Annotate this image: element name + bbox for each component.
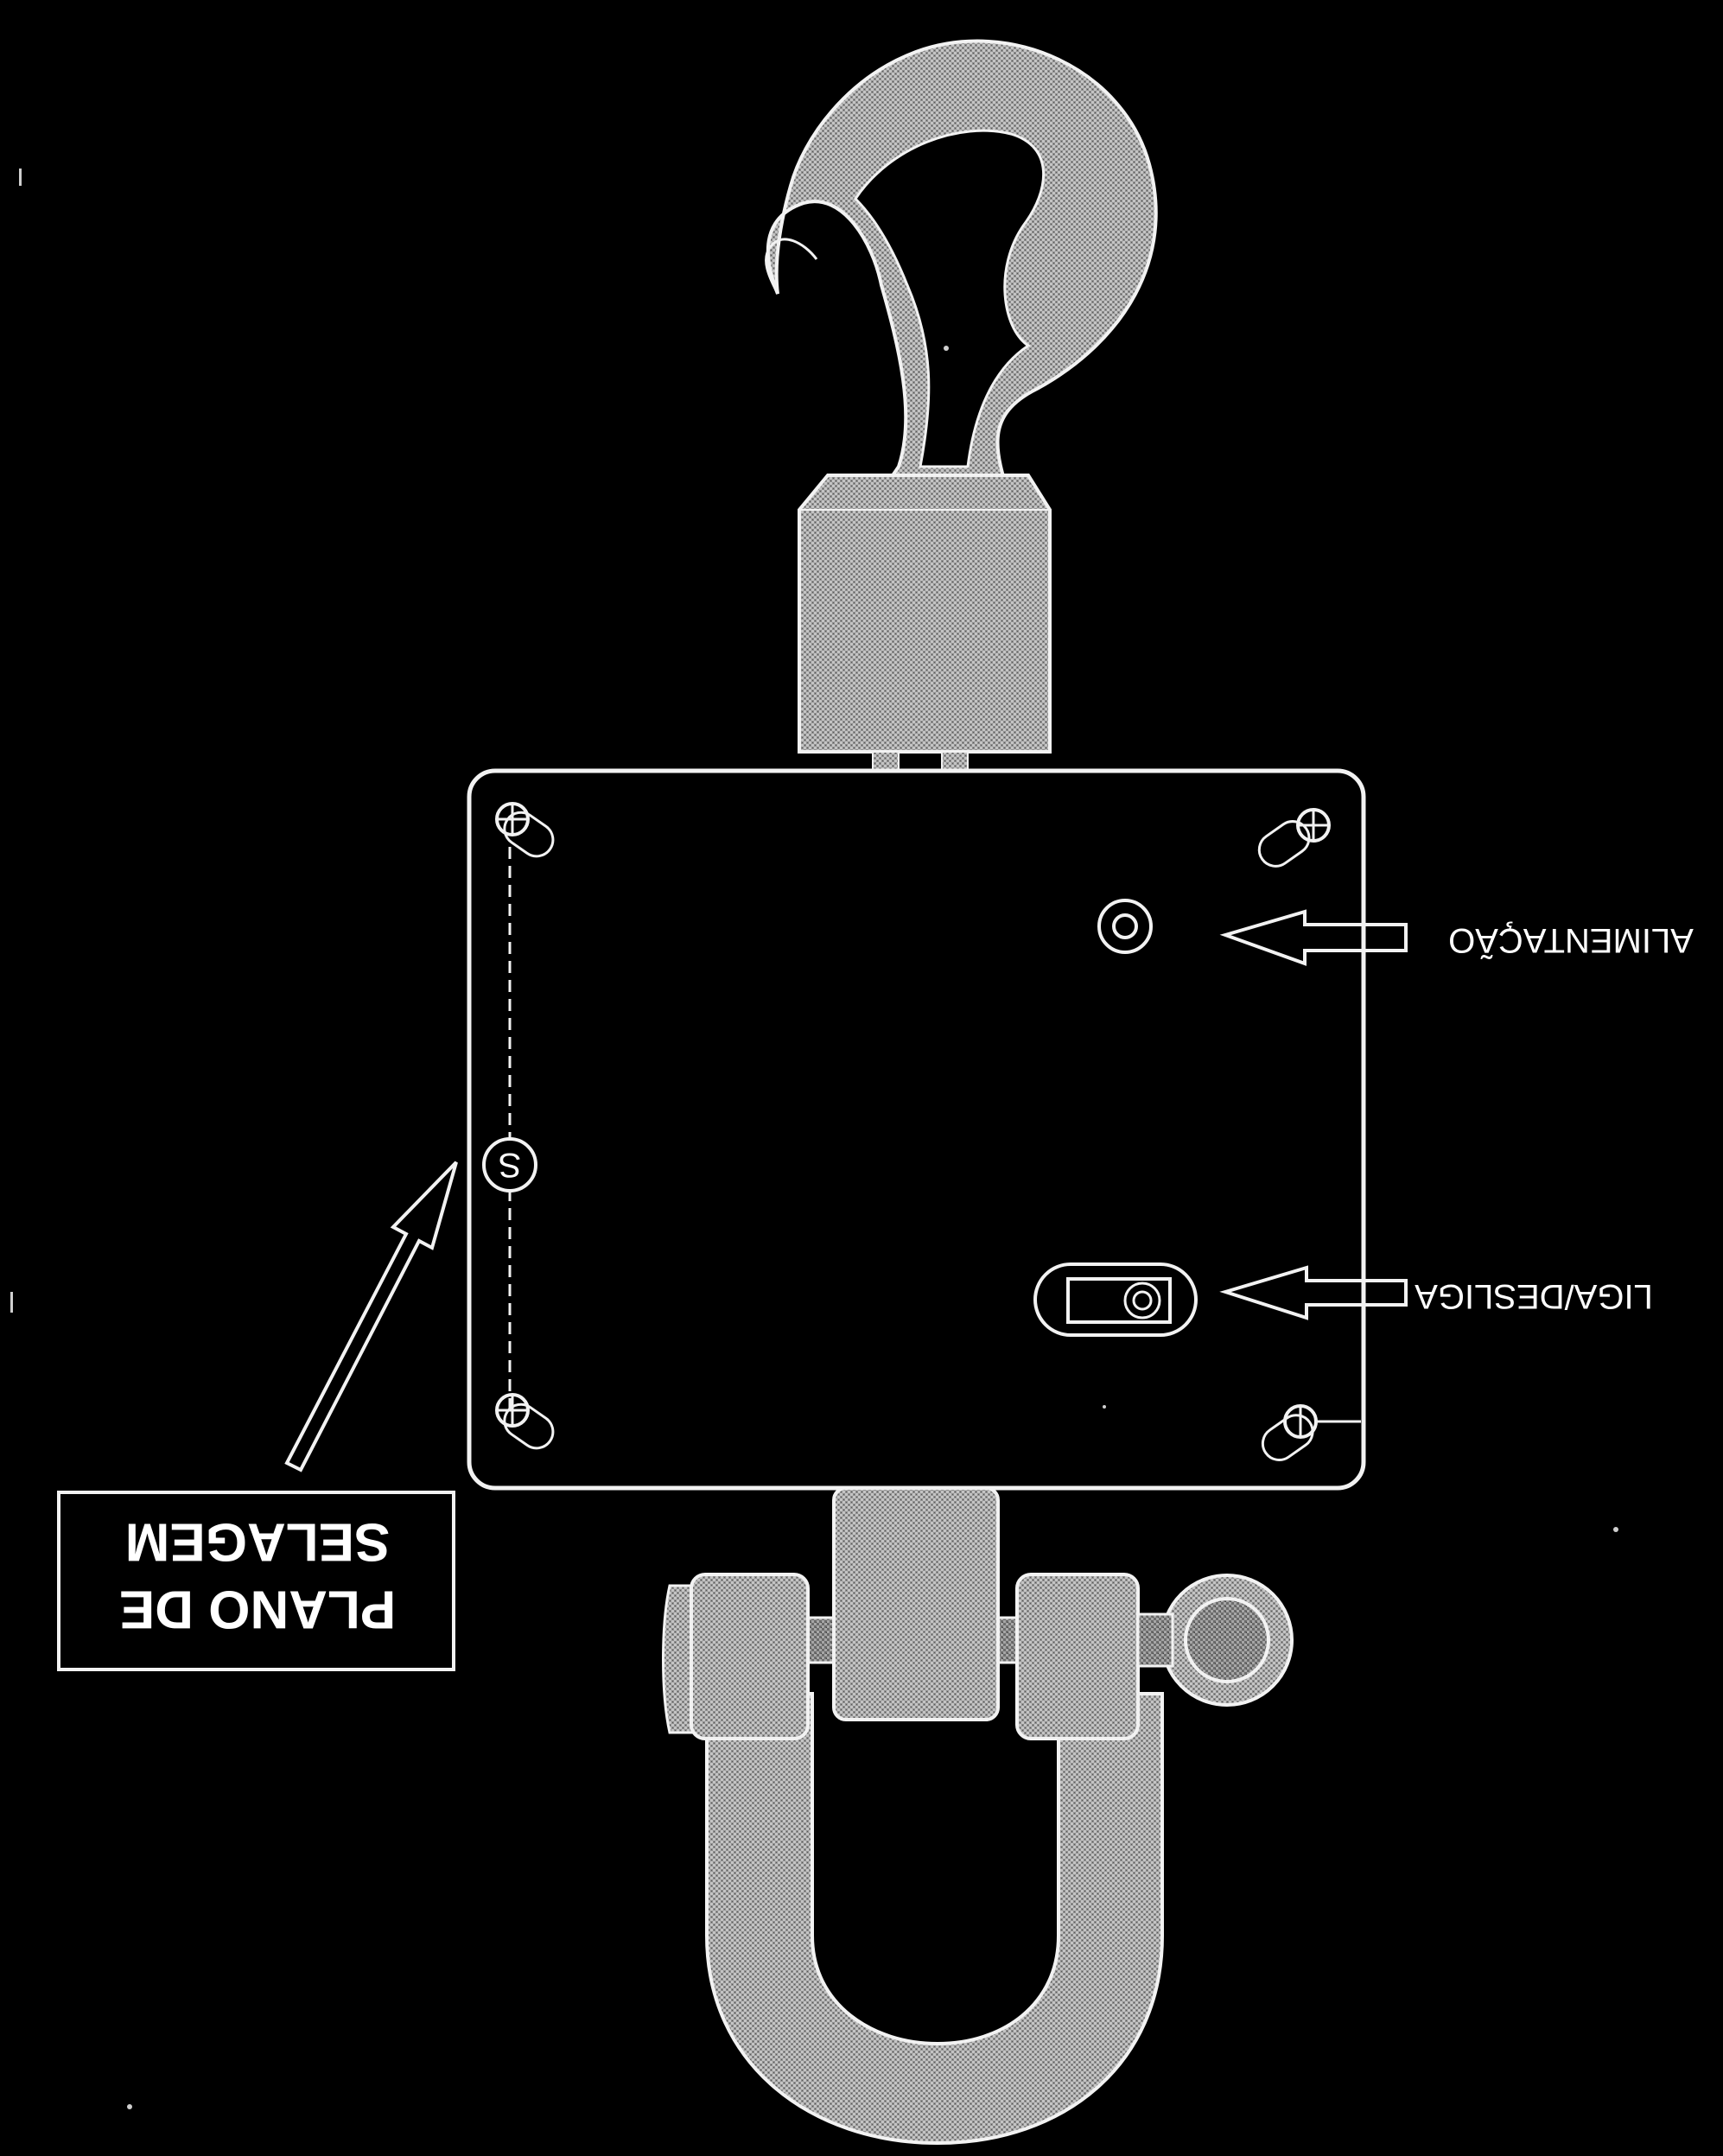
scan-noise [10, 169, 1618, 2109]
switch-callout: LIGA/DESLIGA [1219, 1265, 1653, 1320]
seal-plan-line1: PLANO DE [119, 1580, 396, 1639]
seal-marker-letter: S [499, 1146, 522, 1184]
screw-bottom-right [1261, 1404, 1361, 1461]
hook-collar [798, 474, 1052, 772]
arrow-diagonal-icon [284, 1161, 458, 1472]
arrow-left-icon [1219, 1265, 1408, 1320]
screw-top-left [495, 802, 555, 858]
power-connector [1097, 899, 1153, 954]
seal-plan-line2: SELAGEM [125, 1512, 391, 1572]
screw-bottom-left [495, 1393, 555, 1450]
screw-top-right [1257, 808, 1331, 868]
arrow-left-icon [1219, 909, 1408, 966]
scale-body: S [467, 768, 1366, 1491]
seal-marker: S [482, 1137, 537, 1192]
seal-plan-box [57, 1491, 455, 1671]
switch-label: LIGA/DESLIGA [1415, 1277, 1653, 1315]
seal-plan-callout: PLANO DE SELAGEM [57, 1161, 458, 1671]
shackle-icon [662, 1486, 1294, 2146]
power-switch [1033, 1262, 1198, 1337]
crane-hook-icon [765, 39, 1158, 503]
power-label: ALIMENTAÇÃO [1448, 921, 1694, 960]
power-callout: ALIMENTAÇÃO [1219, 909, 1694, 966]
